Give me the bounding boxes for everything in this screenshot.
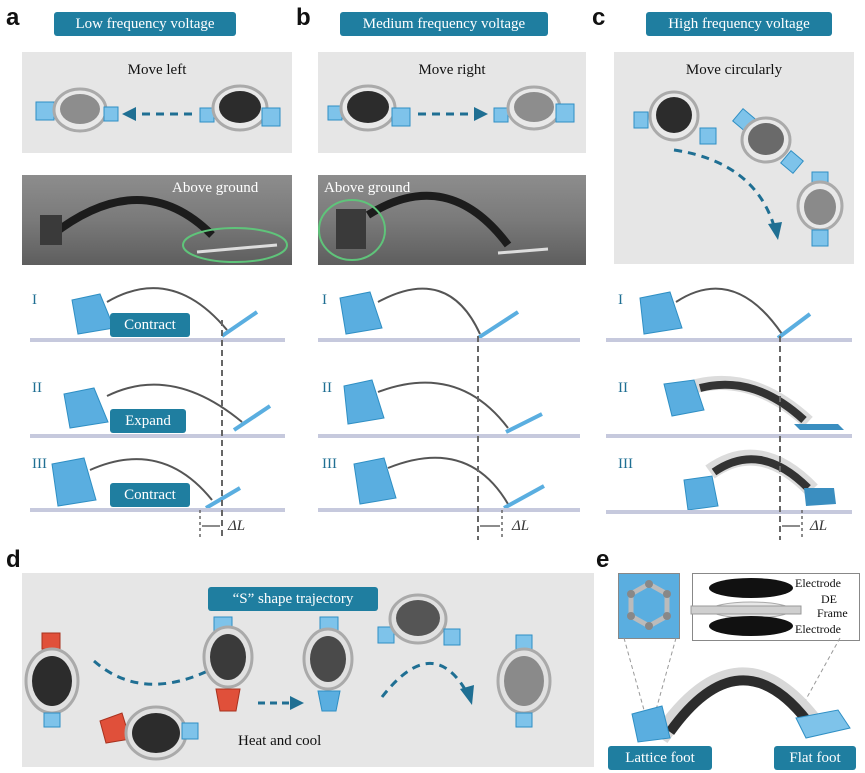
panel-b-photo: Above ground	[318, 175, 586, 265]
panel-b-ground-3	[318, 508, 580, 512]
panel-c-motion-illustration	[633, 90, 844, 247]
flat-foot-icon	[795, 709, 851, 739]
lattice-foot-icon	[103, 106, 119, 122]
panel-b-ground-2	[318, 434, 580, 438]
panel-b-motion-illustration	[327, 84, 575, 132]
panel-d-illustration	[24, 593, 552, 761]
panel-a-step-2-robot	[63, 383, 272, 432]
lattice-hexagon-icon	[627, 580, 671, 630]
flat-foot-label: Flat foot	[774, 746, 856, 770]
lattice-foot-icon	[631, 705, 671, 743]
panel-a-photo-caption: Above ground	[172, 180, 259, 196]
panel-b-photo-caption: Above ground	[324, 180, 411, 196]
panel-a-step-1-label: Contract	[110, 313, 190, 337]
layer-label-1: Electrode	[795, 576, 841, 590]
panel-b-motion-box: Move right	[318, 52, 586, 153]
panel-a-step-3-numeral: III	[32, 456, 47, 472]
panel-b-delta-l: ΔL	[512, 518, 530, 534]
panel-c-step-3-numeral: III	[618, 456, 633, 472]
panel-c-reference-lines	[779, 336, 803, 540]
flat-foot-icon	[35, 101, 55, 121]
panel-c-ground-3	[606, 510, 852, 514]
panel-c-motion-box: Move circularly	[614, 52, 854, 264]
panel-c-step-3-robot	[683, 449, 836, 511]
panel-c-delta-l: ΔL	[810, 518, 828, 534]
panel-a-ground-1	[30, 338, 285, 342]
panel-c-ground-1	[606, 338, 852, 342]
panel-a-tag: Low frequency voltage	[54, 12, 236, 36]
panel-a-step-2-label: Expand	[110, 409, 186, 433]
panel-a-ground-2	[30, 434, 285, 438]
arrow-right-icon	[474, 107, 488, 121]
arrow-curve-icon	[768, 222, 782, 240]
panel-b-tag: Medium frequency voltage	[340, 12, 548, 36]
panel-b-reference-lines	[477, 336, 503, 540]
panel-d-letter: d	[6, 546, 21, 573]
arrow-left-icon	[122, 107, 136, 121]
lattice-foot-label: Lattice foot	[608, 746, 712, 770]
red-lattice-foot-icon	[41, 632, 61, 650]
panel-c-motion-caption: Move circularly	[685, 62, 783, 78]
panel-a-reference-lines	[199, 320, 223, 540]
layer-stack-illustration	[690, 578, 802, 636]
panel-d-note: Heat and cool	[238, 733, 322, 749]
panel-e-robot	[623, 637, 851, 744]
panel-b-motion-caption: Move right	[418, 62, 486, 78]
panel-c-step-2-numeral: II	[618, 380, 628, 396]
layer-label-3: Frame	[817, 606, 848, 620]
panel-b-step-2-robot	[343, 379, 543, 434]
panel-a-step-3-label: Contract	[110, 483, 190, 507]
panel-b-step-3-numeral: III	[322, 456, 337, 472]
panel-d-tag: “S” shape trajectory	[208, 587, 378, 611]
panel-a-motion-illustration	[35, 84, 281, 133]
panel-b-ground-1	[318, 338, 580, 342]
panel-c-step-1-numeral: I	[618, 292, 623, 308]
layer-stack-callout: Electrode DE Frame Electrode	[690, 573, 860, 641]
panel-c-tag: High frequency voltage	[646, 12, 832, 36]
panel-c-step-2-robot	[663, 376, 844, 430]
panel-c-ground-2	[606, 434, 852, 438]
panel-d-box: “S” shape trajectory	[22, 573, 594, 767]
panel-e-letter: e	[596, 546, 610, 573]
layer-label-2: DE	[821, 592, 837, 606]
panel-c-step-1-robot	[639, 287, 812, 340]
panel-a-delta-l: ΔL	[228, 518, 246, 534]
layer-label-4: Electrode	[795, 622, 841, 636]
panel-a-step-3-robot	[51, 457, 242, 510]
panel-b-letter: b	[296, 4, 311, 31]
panel-a-step-1-robot	[71, 287, 259, 338]
panel-a-motion-caption: Move left	[127, 62, 187, 78]
panel-a-step-1-numeral: I	[32, 292, 37, 308]
panel-a-ground-3	[30, 508, 285, 512]
panel-b-step-1-robot	[339, 287, 520, 340]
lattice-zoom-callout	[618, 573, 680, 639]
panel-a-letter: a	[6, 4, 20, 31]
panel-c-letter: c	[592, 4, 606, 31]
panel-b-step-2-numeral: II	[322, 380, 332, 396]
panel-b-step-3-robot	[353, 456, 545, 510]
panel-a-motion-box: Move left	[22, 52, 292, 153]
panel-a-photo: Above ground	[22, 175, 292, 265]
panel-a-step-2-numeral: II	[32, 380, 42, 396]
panel-b-step-1-numeral: I	[322, 292, 327, 308]
